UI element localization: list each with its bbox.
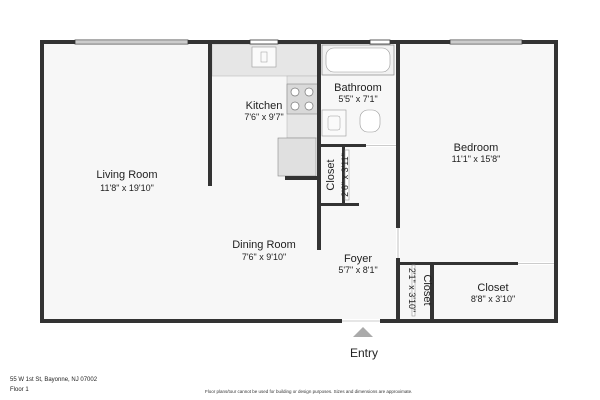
wall-hall-closet-right [342,147,345,203]
wall-bath-bedroom [396,44,400,228]
bedroom-closet-name: Closet [477,282,508,294]
address-text: 55 W 1st St, Bayonne, NJ 07002 [10,377,98,383]
walls [40,40,558,323]
wall-closets-divider [430,262,434,323]
foyer-name: Foyer [344,253,372,265]
living-room-name: Living Room [96,169,157,181]
outer-wall-bottom-left [40,319,342,323]
door-hall-closet [344,149,350,201]
wall-kitchen-bath [317,44,321,250]
foyer-closet-name: Closet [421,274,433,305]
bedroom-name: Bedroom [454,142,499,154]
kitchen-sink-basin [260,51,268,63]
footer-info: 55 W 1st St, Bayonne, NJ 07002 Floor 1 [10,375,97,395]
foyer-dims: 5'7" x 8'1" [338,265,377,275]
window-bathroom [369,39,391,45]
outer-wall-top [40,40,558,44]
refrigerator [277,137,317,177]
dining-room-name: Dining Room [232,239,296,251]
floor-label: Floor 1 [10,387,29,393]
hall-closet-name: Closet [325,159,337,190]
bathroom-vanity [321,109,347,137]
bathtub-basin [325,47,391,73]
wall-bedroom-closet-top [434,262,518,265]
living-room-dims: 11'8" x 19'10" [100,183,154,193]
wall-bath-bottom [321,144,366,147]
bathroom-dims: 5'5" x 7'1" [338,94,377,104]
outer-wall-bottom-right [380,319,558,323]
stove-burner-icon [290,101,300,111]
hall-closet-dims: 2'6" x 3'11" [340,153,350,197]
stove-burner-icon [304,101,314,111]
kitchen-name: Kitchen [246,100,283,112]
bathroom-name: Bathroom [334,82,382,94]
wall-hall-closet-bottom [317,203,359,206]
wall-foyer-bedroom [396,258,400,319]
wall-kitchen-fridge [285,176,317,180]
stove [286,83,319,115]
outer-wall-right [554,40,558,323]
toilet [359,109,381,133]
door-foyer-closet [411,264,416,317]
bedroom-dims: 11'1" x 15'8" [452,154,501,164]
foyer-closet-dims: 2'1" x 3'10" [407,268,417,312]
stove-burner-icon [290,87,300,97]
disclaimer-text: Floor plans/tour cannot be used for buil… [205,389,413,394]
wall-foyer-closet-top [400,262,430,265]
outer-wall-left [40,40,44,323]
entry-arrow-icon [353,327,373,337]
kitchen-sink [251,46,277,68]
bathroom-sink-basin [327,115,341,131]
stove-burner-icon [304,87,314,97]
kitchen-dims: 7'6" x 9'7" [244,112,283,122]
wall-living-kitchen [208,44,212,186]
dining-room-dims: 7'6" x 9'10" [242,252,286,262]
bedroom-closet-dims: 8'8" x 3'10" [471,294,515,304]
window-kitchen [249,39,279,45]
entry-label: Entry [350,346,378,360]
